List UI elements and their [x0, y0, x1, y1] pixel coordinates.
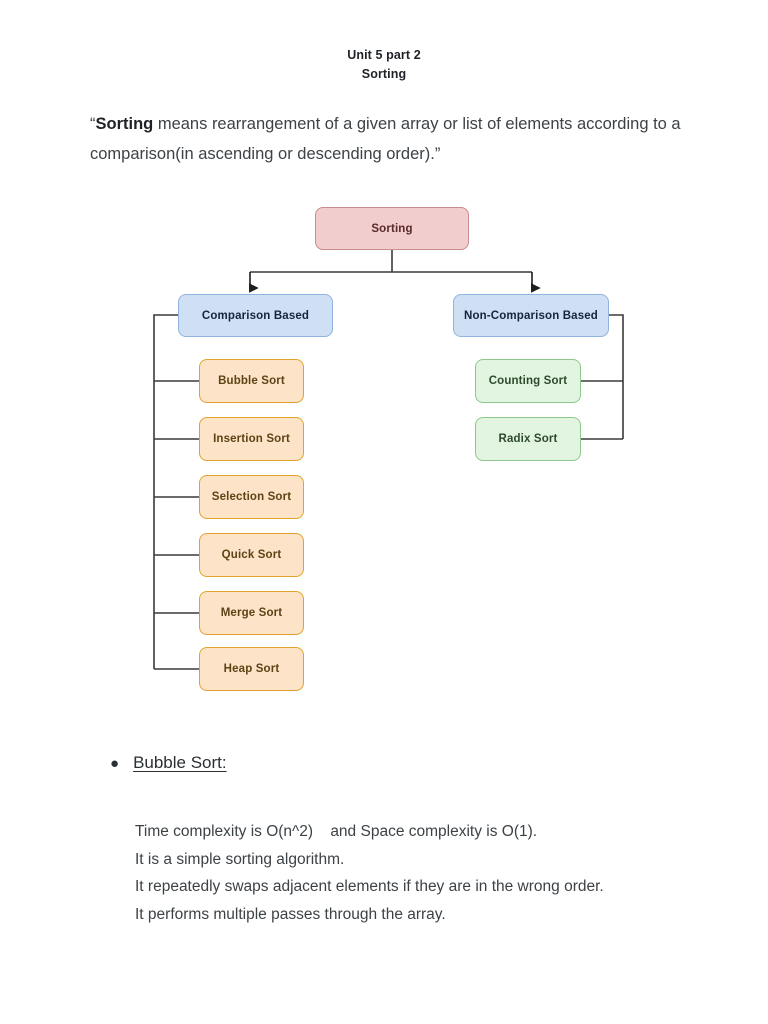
node-heap-sort[interactable]: Heap Sort: [199, 647, 304, 691]
node-comparison-based[interactable]: Comparison Based: [178, 294, 333, 337]
node-non-comparison-based-label: Non-Comparison Based: [464, 309, 598, 322]
node-quick-sort[interactable]: Quick Sort: [199, 533, 304, 577]
fact-line: It is a simple sorting algorithm.: [135, 850, 345, 868]
fact-line: It performs multiple passes through the …: [135, 905, 446, 923]
node-counting-sort[interactable]: Counting Sort: [475, 359, 581, 403]
node-radix-sort-label: Radix Sort: [498, 433, 558, 445]
node-non-comparison-based[interactable]: Non-Comparison Based: [453, 294, 609, 337]
connector-left-trunk: [153, 314, 178, 669]
node-counting-sort-label: Counting Sort: [488, 375, 568, 387]
node-selection-sort-label: Selection Sort: [211, 491, 292, 503]
fact-line: It repeatedly swaps adjacent elements if…: [135, 878, 604, 895]
connector-right-trunk: [609, 314, 624, 439]
title-line-1: Unit 5 part 2: [347, 48, 421, 62]
page-title: Unit 5 part 2 Sorting: [0, 46, 768, 84]
intro-quote-open: “: [90, 114, 96, 133]
intro-bold-term: Sorting: [95, 114, 154, 133]
node-insertion-sort[interactable]: Insertion Sort: [199, 417, 304, 461]
node-quick-sort-label: Quick Sort: [221, 549, 282, 561]
node-bubble-sort[interactable]: Bubble Sort: [199, 359, 304, 403]
node-radix-sort[interactable]: Radix Sort: [475, 417, 581, 461]
node-selection-sort[interactable]: Selection Sort: [199, 475, 304, 519]
intro-rest: means rearrangement of a given array or …: [90, 114, 681, 163]
fact-line: Time complexity is O(n^2) and Space comp…: [135, 823, 538, 840]
section-heading-bubble-sort: ● Bubble Sort:: [110, 753, 227, 773]
node-insertion-sort-label: Insertion Sort: [213, 433, 290, 445]
intro-paragraph: “Sorting means rearrangement of a given …: [90, 109, 690, 169]
node-heap-sort-label: Heap Sort: [223, 663, 280, 675]
node-comparison-based-label: Comparison Based: [201, 309, 310, 322]
title-line-2: Sorting: [361, 67, 407, 81]
node-sorting[interactable]: Sorting: [315, 207, 469, 250]
bubble-sort-facts: Time complexity is O(n^2) and Space comp…: [135, 818, 695, 928]
node-sorting-label: Sorting: [371, 222, 413, 235]
node-merge-sort[interactable]: Merge Sort: [199, 591, 304, 635]
section-heading-label: Bubble Sort:: [133, 753, 227, 772]
node-bubble-sort-label: Bubble Sort: [218, 375, 285, 387]
bullet-icon: ●: [110, 755, 120, 772]
node-merge-sort-label: Merge Sort: [220, 607, 283, 619]
